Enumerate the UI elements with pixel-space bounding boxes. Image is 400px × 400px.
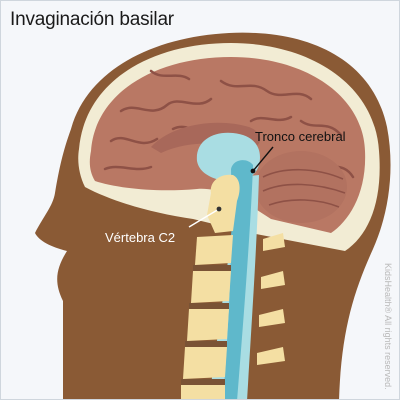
- vertebral-column: [181, 233, 285, 399]
- c2-vertebra: [207, 174, 240, 233]
- copyright-credit: KidsHealth® All rights reserved.: [383, 263, 393, 390]
- brainstem-label: Tronco cerebral: [255, 129, 346, 144]
- corpus-callosum: [151, 122, 261, 153]
- brainstem-leader-dot: [250, 168, 256, 174]
- brainstem-leader-line: [252, 146, 274, 172]
- vertebra-leader-dot: [216, 206, 222, 212]
- diagram-title: Invaginación basilar: [10, 9, 174, 30]
- cerebellum: [255, 151, 347, 223]
- brainstem: [223, 160, 253, 399]
- vertebra-leader-line: [188, 208, 220, 228]
- vertebra-label: Vértebra C2: [105, 230, 176, 245]
